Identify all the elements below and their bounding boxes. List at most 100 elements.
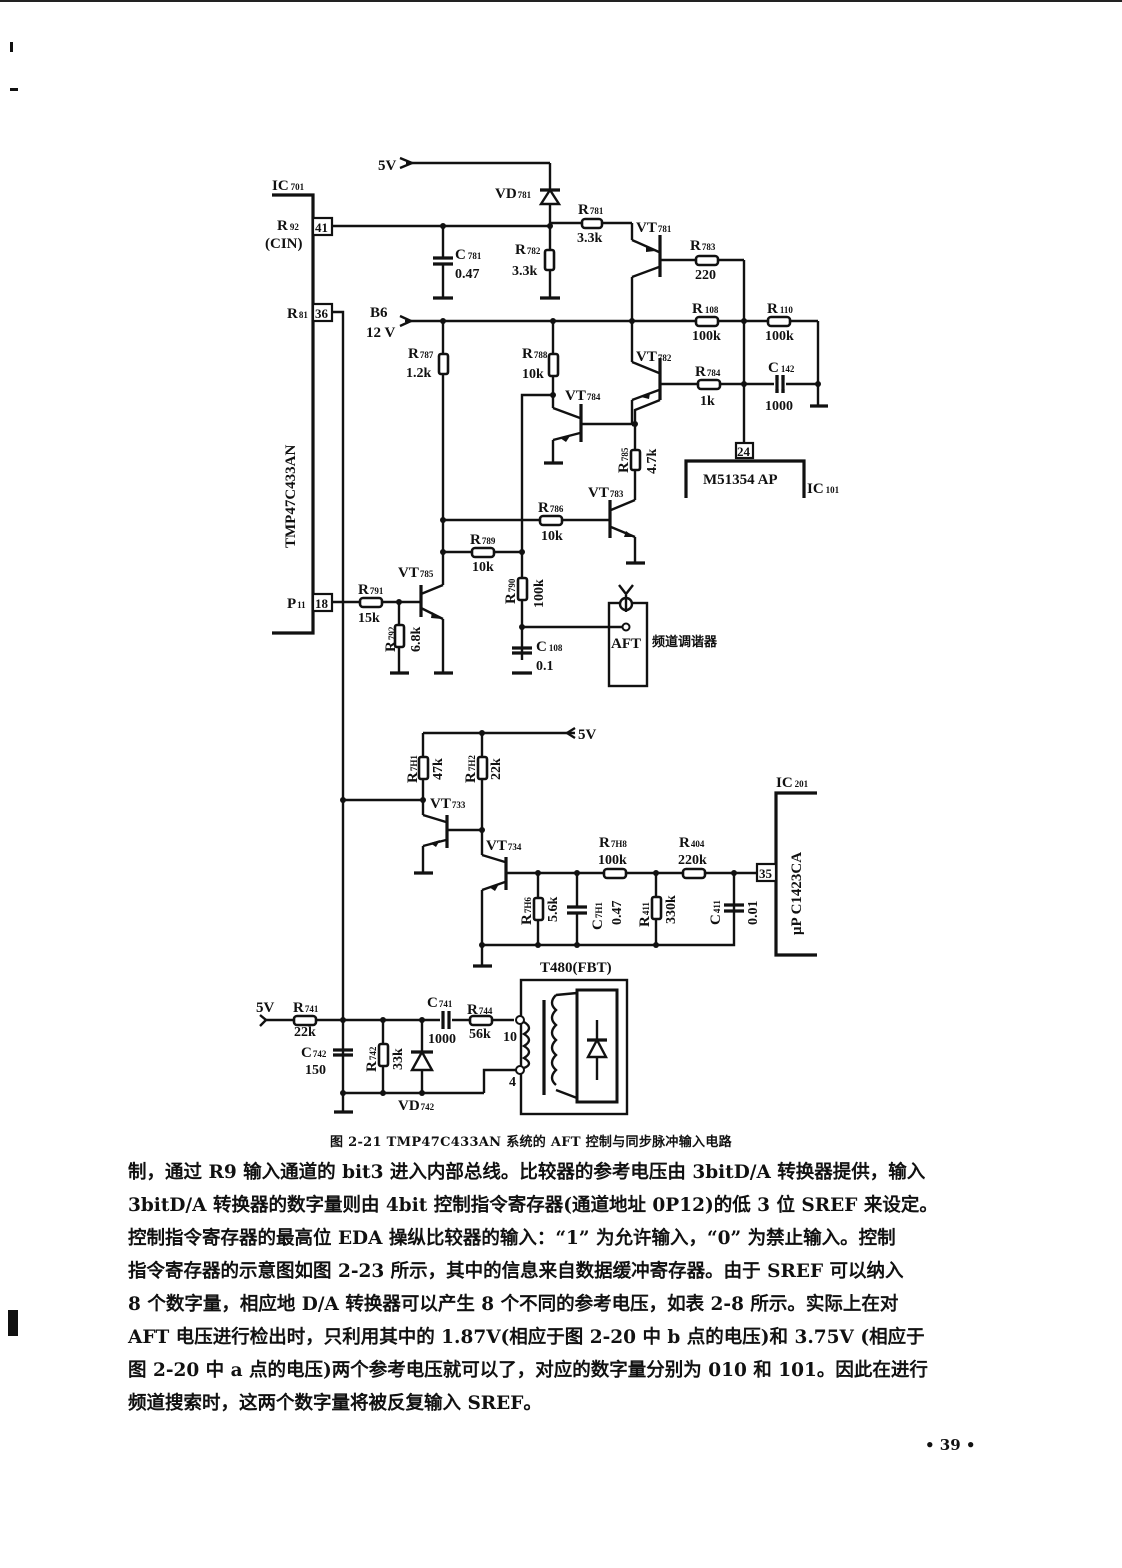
pin-36: 36 — [315, 306, 329, 321]
vt783-label: VT783 — [588, 485, 624, 501]
r790-label: R790 — [503, 578, 519, 604]
ic101-pin: 24 — [737, 444, 751, 459]
r404-label: R404 — [679, 835, 705, 851]
r790-value: 100k — [532, 579, 547, 608]
r791-label: R791 — [358, 582, 384, 598]
supply-5v-mid: 5V — [578, 727, 597, 743]
body-line: 控制指令寄存器的最高位 EDA 操纵比较器的输入：“1” 为允许输入，“0” 为… — [128, 1228, 896, 1249]
binding-mark-bottom — [8, 1310, 18, 1336]
r792-value: 6.8k — [409, 627, 424, 653]
c741-label: C741 — [427, 995, 453, 1011]
page-top-rule — [0, 0, 1122, 2]
r784-value: 1k — [700, 394, 715, 409]
hv-rectifier-icon — [586, 1037, 608, 1059]
r108-value: 100k — [692, 329, 721, 344]
r781-value: 3.3k — [577, 231, 603, 246]
page-number: • 39 • — [925, 1436, 976, 1454]
figure-caption: 图 2-21 TMP47C433AN 系统的 AFT 控制与同步脉冲输入电路 — [330, 1135, 732, 1150]
r742-label: R742 — [364, 1046, 380, 1072]
supply-5v-bottom: 5V — [256, 1000, 275, 1016]
tuner-description: 频道调谐器 — [652, 634, 718, 650]
r784-label: R784 — [695, 364, 721, 380]
c781-value: 0.47 — [455, 267, 480, 282]
r411-value: 330k — [664, 895, 679, 924]
r782-value: 3.3k — [512, 264, 538, 279]
r783-value: 220 — [695, 268, 716, 283]
vt733-label: VT733 — [430, 796, 466, 812]
vd781-label: VD781 — [495, 186, 532, 202]
antenna-icon — [618, 584, 634, 596]
r110-value: 100k — [765, 329, 794, 344]
r744-value: 56k — [469, 1027, 491, 1042]
r786-label: R786 — [538, 500, 564, 516]
r7h6-label: R7H6 — [519, 897, 535, 925]
c7h1-label: C7H1 — [590, 902, 606, 930]
binding-mark-top — [10, 42, 13, 52]
c411-label: C411 — [708, 900, 724, 925]
r789-value: 10k — [472, 560, 494, 575]
c742-value: 150 — [305, 1063, 326, 1078]
r7h8-value: 100k — [598, 853, 627, 868]
r787-label: R787 — [408, 346, 434, 362]
sync-pulse-stage: 5V R7H1 47k R7H2 22k VT733 VT734 — [343, 726, 761, 968]
t480-pin-4: 4 — [509, 1075, 516, 1090]
body-line: 制，通过 R9 输入通道的 bit3 进入内部总线。比较器的参考电压由 3bit… — [128, 1162, 926, 1183]
r783-label: R783 — [690, 238, 716, 254]
channel-tuner: AFT 频道调谐器 — [607, 584, 718, 688]
pin-41-alias: (CIN) — [265, 236, 303, 252]
vt781-transistor-icon — [630, 223, 662, 320]
r411-label: R411 — [637, 902, 653, 927]
c742-label: C742 — [301, 1045, 327, 1061]
r7h6-value: 5.6k — [546, 897, 561, 923]
body-line: 3bitD/A 转换器的数字量则由 4bit 控制指令寄存器(通道地址 0P12… — [128, 1195, 938, 1216]
body-text: 制，通过 R9 输入通道的 bit3 进入内部总线。比较器的参考电压由 3bit… — [128, 1156, 1004, 1420]
r404-value: 220k — [678, 853, 707, 868]
r742-value: 33k — [391, 1048, 406, 1070]
r789-label: R789 — [470, 532, 496, 548]
vd742-diode-icon — [409, 1049, 435, 1072]
pin-18: 18 — [315, 596, 329, 611]
vt781-label: VT781 — [636, 220, 672, 236]
aft-detector-stage: R787 1.2k R788 10k VT784 R785 4.7k — [406, 321, 661, 675]
vt784-label: VT784 — [565, 388, 601, 404]
r7h1-label: R7H1 — [405, 755, 421, 783]
vt734-label: VT734 — [486, 838, 522, 854]
body-line: AFT 电压进行检出时，只利用其中的 1.87V(相应于图 2-20 中 b 点… — [128, 1327, 925, 1348]
c108-value: 0.1 — [536, 659, 554, 674]
tuner-aft-label: AFT — [611, 636, 641, 652]
r788-value: 10k — [522, 367, 544, 382]
pin-18-name: P11 — [287, 596, 306, 612]
r7h2-label: R7H2 — [463, 755, 479, 783]
ic701-part: TMP47C433AN — [283, 445, 299, 548]
r7h1-value: 47k — [431, 758, 446, 780]
r781-label: R781 — [578, 202, 604, 218]
t480-flyback-transformer: T480(FBT) 10 4 — [503, 960, 629, 1116]
ic201-pin: 35 — [759, 866, 773, 881]
body-line: 8 个数字量，相应地 D/A 转换器可以产生 8 个不同的参考电压，如表 2-8… — [128, 1294, 899, 1315]
c741-value: 1000 — [428, 1032, 456, 1047]
r787-value: 1.2k — [406, 366, 432, 381]
c411-value: 0.01 — [746, 901, 761, 926]
r792-label: R792 — [383, 626, 399, 652]
b6-name: B6 — [370, 305, 388, 321]
vd742-label: VD742 — [398, 1098, 435, 1114]
vt782-label: VT782 — [636, 349, 672, 365]
r7h2-value: 22k — [489, 758, 504, 780]
r785-value: 4.7k — [645, 449, 660, 475]
pin-36-name: R81 — [287, 306, 308, 322]
body-line: 指令寄存器的示意图如图 2-23 所示，其中的信息来自数据缓冲寄存器。由于 SR… — [128, 1261, 904, 1282]
